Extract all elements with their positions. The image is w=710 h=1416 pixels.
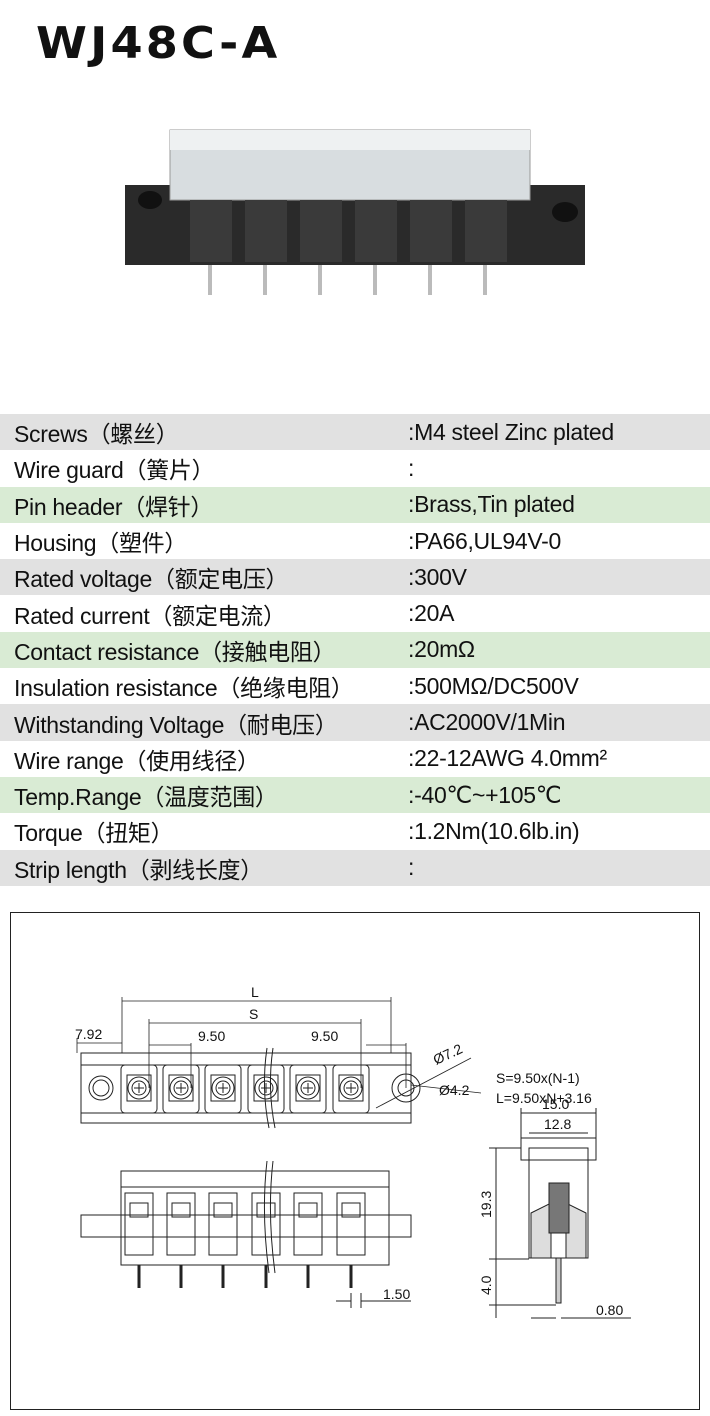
screw-icon [120, 1064, 158, 1114]
dim-pin-0-80: 0.80 [596, 1302, 623, 1318]
dim-pitch-1: 9.50 [198, 1028, 225, 1044]
spec-row: Torque（扭矩） :1.2Nm(10.6lb.in) [0, 813, 710, 850]
dim-7-92: 7.92 [75, 1026, 102, 1042]
terminal-cell [124, 1192, 154, 1288]
spec-label: Wire range（使用线径） [14, 747, 260, 774]
spec-value: : [408, 854, 415, 881]
dim-15-0: 15.0 [542, 1096, 569, 1112]
spec-label: Rated current（额定电流） [14, 602, 286, 629]
dim-19-3: 19.3 [478, 1191, 494, 1218]
spec-row: Pin header（焊针） :Brass,Tin plated [0, 486, 710, 523]
dim-L: L [251, 984, 259, 1000]
screw-icon [204, 1064, 242, 1114]
dim-S: S [249, 1006, 258, 1022]
spec-value: :Brass,Tin plated [408, 491, 575, 518]
spec-label: Withstanding Voltage（耐电压） [14, 711, 338, 738]
terminal-cell [336, 1192, 366, 1288]
terminal-cell [166, 1192, 196, 1288]
spec-label: Rated voltage（额定电压） [14, 566, 289, 593]
spec-value: :300V [408, 563, 467, 590]
spec-label: Temp.Range（温度范围） [14, 784, 278, 811]
formula-l: L=9.50xN+3.16 [496, 1090, 592, 1106]
spec-value: : [408, 454, 415, 481]
screw-icon [289, 1064, 327, 1114]
dimension-drawing: L S 7.92 9.50 9.50 Ø7.2 Ø4.2 S=9.50x(N-1… [10, 912, 700, 1410]
terminal-cell [251, 1192, 281, 1288]
side-view [80, 1160, 412, 1308]
spec-label: Insulation resistance（绝缘电阻） [14, 675, 354, 702]
spec-row: Screws（螺丝） :M4 steel Zinc plated [0, 414, 710, 451]
formula-s: S=9.50x(N-1) [496, 1070, 580, 1086]
spec-value: :500MΩ/DC500V [408, 672, 579, 699]
dim-dia-4-2: Ø4.2 [439, 1082, 470, 1098]
top-view [80, 1047, 421, 1129]
dim-pitch-2: 9.50 [311, 1028, 338, 1044]
product-photo [125, 129, 585, 295]
section-view [489, 1108, 631, 1319]
dim-pin-1-50: 1.50 [383, 1286, 410, 1302]
spec-value: :PA66,UL94V-0 [408, 527, 561, 554]
spec-value: :1.2Nm(10.6lb.in) [408, 817, 580, 844]
spec-row: Rated current（额定电流） :20A [0, 595, 710, 632]
spec-row: Withstanding Voltage（耐电压） :AC2000V/1Min [0, 704, 710, 741]
dim-4-0: 4.0 [478, 1275, 494, 1295]
spec-value: :-40℃~+105℃ [408, 781, 562, 808]
spec-row: Housing（塑件） :PA66,UL94V-0 [0, 522, 710, 560]
spec-label: Housing（塑件） [14, 530, 188, 557]
top-view-dimensions [76, 997, 482, 1109]
spec-label: Pin header（焊针） [14, 493, 214, 520]
spec-row: Strip length（剥线长度）: [0, 849, 710, 886]
spec-value: :20mΩ [408, 636, 475, 663]
spec-label: Torque（扭矩） [14, 820, 174, 847]
spec-label: Contact resistance（接触电阻） [14, 638, 336, 665]
spec-row: Temp.Range（温度范围） :-40℃~+105℃ [0, 776, 710, 814]
spec-value: :20A [408, 600, 455, 627]
terminal-cell [293, 1192, 323, 1288]
product-title: WJ48C-A [36, 18, 281, 69]
spec-value: :22-12AWG 4.0mm² [408, 745, 607, 772]
terminal-cell [208, 1192, 238, 1288]
spec-row: Wire guard（簧片）: [0, 450, 710, 487]
spec-value: :M4 steel Zinc plated [408, 418, 614, 445]
spec-row: Contact resistance（接触电阻） :20mΩ [0, 631, 710, 669]
spec-label: Wire guard（簧片） [14, 457, 215, 484]
spec-label: Screws（螺丝） [14, 421, 179, 448]
screw-icon [332, 1064, 370, 1114]
spec-row: Insulation resistance（绝缘电阻） :500MΩ/DC500V [0, 668, 710, 705]
spec-value: :AC2000V/1Min [408, 709, 566, 736]
screw-icon [162, 1064, 200, 1114]
spec-row: Wire range（使用线径） :22-12AWG 4.0mm² [0, 740, 710, 777]
dim-12-8: 12.8 [544, 1116, 571, 1132]
spec-label: Strip length（剥线长度） [14, 856, 263, 883]
spec-row: Rated voltage（额定电压） :300V [0, 559, 710, 596]
